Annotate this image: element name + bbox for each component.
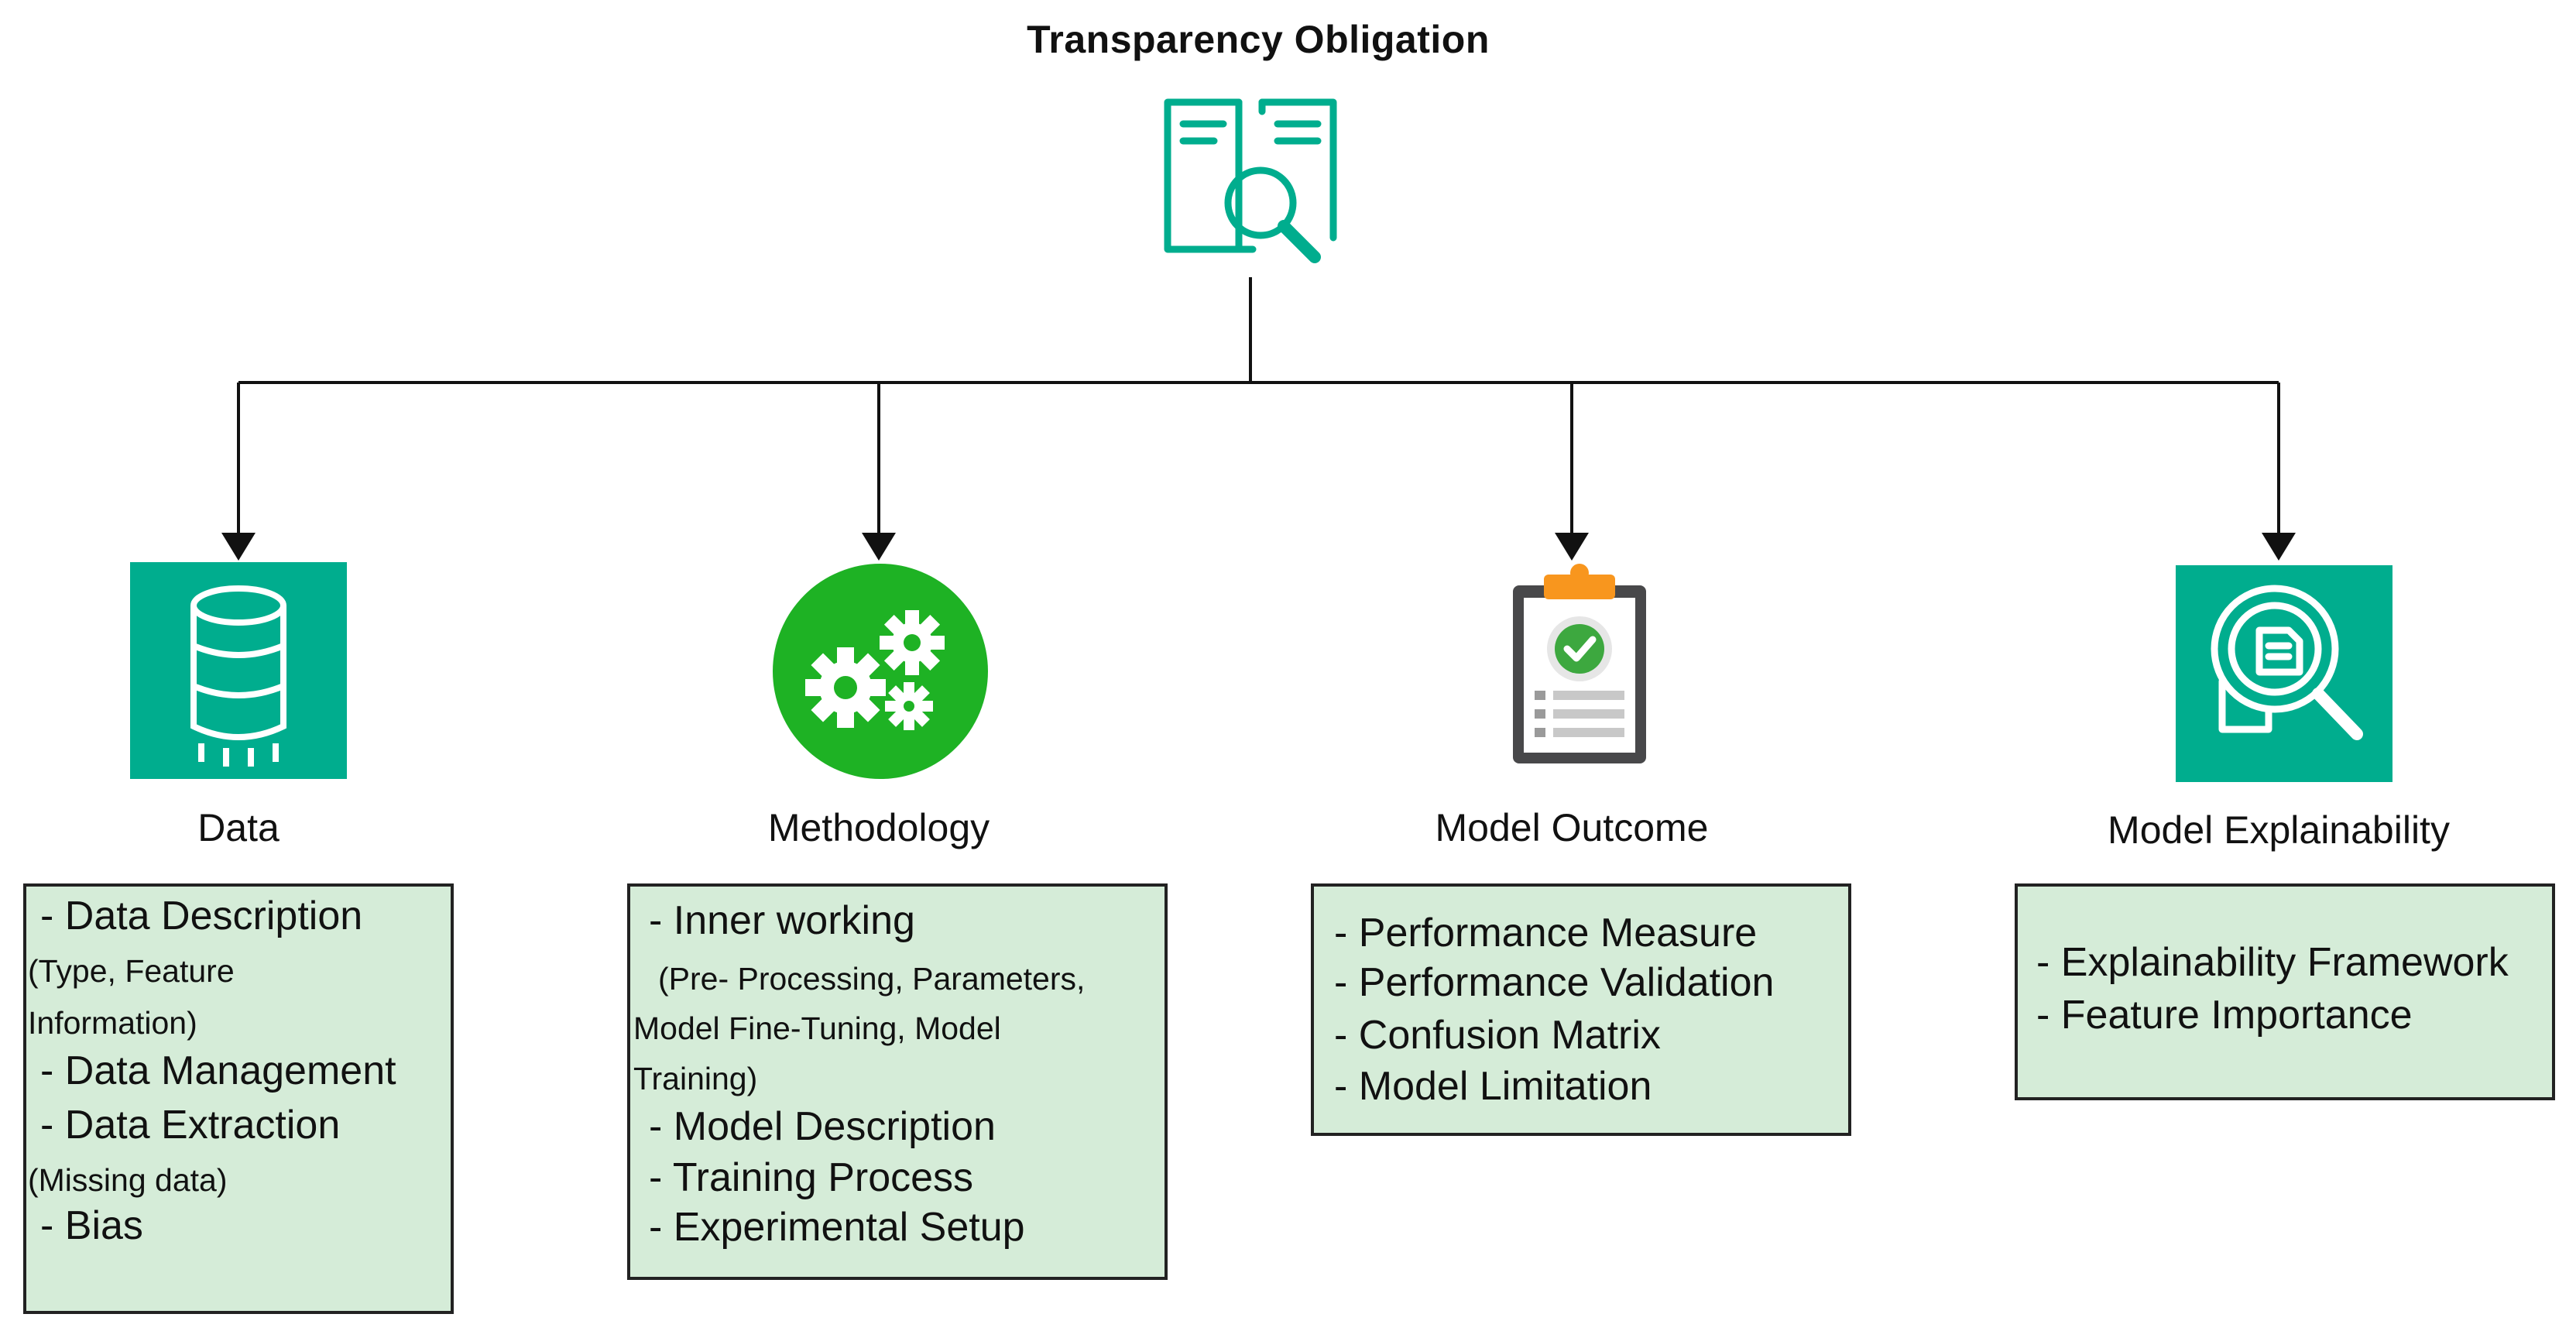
outcome-details-box: - Performance Measure - Performance Vali… xyxy=(1311,883,1851,1136)
list-item: - Data Management xyxy=(40,1048,396,1093)
branch-label-methodology: Methodology xyxy=(767,806,990,849)
list-item: - Inner working xyxy=(649,898,915,943)
arrow-explainability xyxy=(2262,533,2296,561)
list-item: - Model Limitation xyxy=(1334,1064,1652,1109)
clipboard-check-icon xyxy=(1513,564,1646,763)
list-item: - Data Description xyxy=(40,894,363,938)
diagram-title: Transparency Obligation xyxy=(1027,18,1490,61)
explainability-details-box: - Explainability Framework - Feature Imp… xyxy=(2015,883,2555,1100)
list-item: Information) xyxy=(28,1005,197,1041)
list-item: - Explainability Framework xyxy=(2036,940,2509,985)
document-magnifier-icon xyxy=(1164,98,1337,263)
list-item: Training) xyxy=(633,1061,758,1096)
document-search-icon xyxy=(2176,565,2392,782)
database-icon xyxy=(130,562,347,779)
list-item: - Data Extraction xyxy=(40,1103,341,1148)
gears-icon xyxy=(773,564,988,779)
arrow-methodology xyxy=(862,533,896,561)
arrow-data xyxy=(221,533,256,561)
branch-label-data: Data xyxy=(197,806,280,849)
list-item: (Missing data) xyxy=(28,1162,228,1198)
data-details-box: - Data Description (Type, Feature Inform… xyxy=(23,883,454,1314)
list-item: - Confusion Matrix xyxy=(1334,1013,1661,1058)
list-item: - Performance Validation xyxy=(1334,960,1775,1005)
list-item: - Model Description xyxy=(649,1104,996,1149)
list-item: - Training Process xyxy=(649,1155,974,1200)
list-item: (Pre- Processing, Parameters, xyxy=(658,961,1086,997)
list-item: (Type, Feature xyxy=(28,953,235,989)
list-item: - Experimental Setup xyxy=(649,1205,1025,1250)
branch-label-explainability: Model Explainability xyxy=(2108,808,2450,852)
arrow-outcome xyxy=(1555,533,1589,561)
list-item: Model Fine-Tuning, Model xyxy=(633,1010,1001,1046)
list-item: - Feature Importance xyxy=(2036,993,2413,1038)
list-item: - Bias xyxy=(40,1203,143,1248)
list-item: - Performance Measure xyxy=(1334,911,1758,955)
branch-label-outcome: Model Outcome xyxy=(1435,806,1709,849)
methodology-details-box: - Inner working (Pre- Processing, Parame… xyxy=(627,883,1168,1280)
